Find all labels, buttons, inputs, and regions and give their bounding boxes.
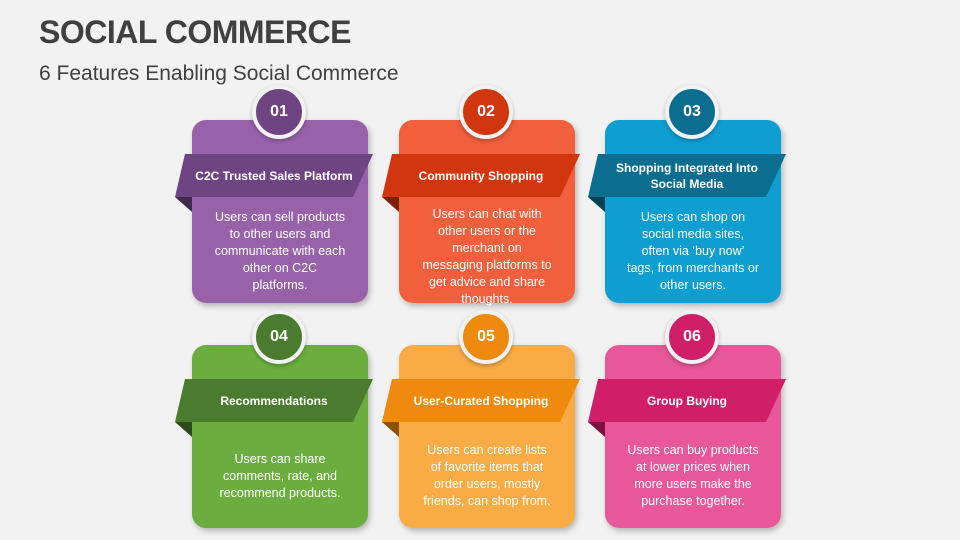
card-background: [399, 345, 575, 528]
feature-title: Shopping Integrated Into Social Media: [588, 154, 786, 197]
feature-description: Users can create lists of favorite items…: [423, 443, 551, 508]
feature-description: Users can buy products at lower prices w…: [627, 443, 759, 508]
feature-number-badge: 04: [252, 310, 306, 364]
feature-number-badge: 05: [459, 310, 513, 364]
card-background: [399, 120, 575, 303]
feature-title: C2C Trusted Sales Platform: [175, 154, 373, 197]
ribbon-fold: [175, 197, 192, 212]
ribbon-fold: [175, 422, 192, 437]
feature-number-badge: 03: [665, 85, 719, 139]
feature-title: Group Buying: [588, 379, 786, 422]
feature-number-badge: 01: [252, 85, 306, 139]
feature-description: Users can chat with other users or the m…: [422, 207, 552, 306]
ribbon-fold: [382, 197, 399, 212]
card-background: [605, 120, 781, 303]
ribbon-fold: [382, 422, 399, 437]
card-background: [192, 345, 368, 528]
feature-title: Recommendations: [175, 379, 373, 422]
ribbon-fold: [588, 197, 605, 212]
feature-number-badge: 02: [459, 85, 513, 139]
feature-title: User-Curated Shopping: [382, 379, 580, 422]
feature-number-badge: 06: [665, 310, 719, 364]
feature-title: Community Shopping: [382, 154, 580, 197]
feature-description: Users can sell products to other users a…: [214, 209, 346, 292]
feature-description: Users can share comments, rate, and reco…: [219, 451, 341, 500]
page-subtitle: 6 Features Enabling Social Commerce: [39, 62, 399, 85]
page-title: SOCIAL COMMERCE: [39, 14, 351, 50]
card-background: [192, 120, 368, 303]
feature-description: Users can shop on social media sites, of…: [627, 209, 759, 292]
card-background: [605, 345, 781, 528]
ribbon-fold: [588, 422, 605, 437]
